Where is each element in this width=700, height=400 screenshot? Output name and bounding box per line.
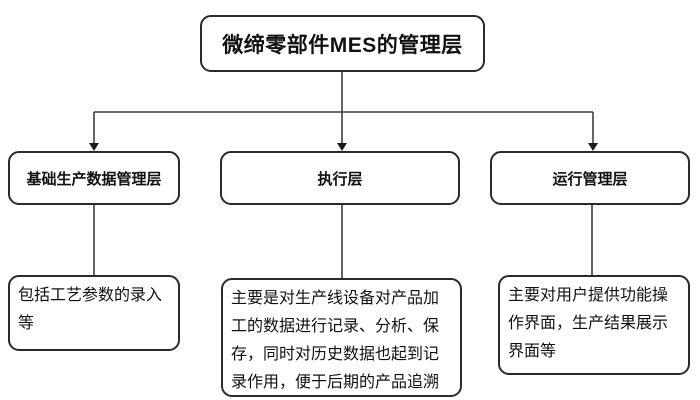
node-label: 运行管理层 (552, 170, 628, 188)
arrowhead-right (588, 143, 598, 151)
description-execution-layer: 主要是对生产线设备对产品加工的数据进行记录、分析、保存，同时对历史数据也起到记录… (221, 278, 462, 397)
root-node-label: 微缔零部件MES的管理层 (222, 33, 463, 57)
description-basic-production-data-layer: 包括工艺参数的录入等 (8, 275, 180, 351)
arrowhead-left (89, 143, 99, 151)
node-label: 执行层 (317, 170, 363, 188)
node-label: 基础生产数据管理层 (26, 170, 162, 188)
description-text: 包括工艺参数的录入等 (18, 287, 163, 332)
root-node: 微缔零部件MES的管理层 (200, 15, 485, 72)
node-operation-management-layer: 运行管理层 (490, 151, 690, 205)
description-operation-management-layer: 主要对用户提供功能操作界面，生产结果展示界面等 (498, 275, 690, 375)
description-text: 主要对用户提供功能操作界面，生产结果展示界面等 (508, 287, 669, 360)
node-basic-production-data-layer: 基础生产数据管理层 (8, 151, 180, 205)
node-execution-layer: 执行层 (220, 151, 460, 205)
description-text: 主要是对生产线设备对产品加工的数据进行记录、分析、保存，同时对历史数据也起到记录… (231, 290, 440, 391)
arrowhead-center (337, 143, 347, 151)
